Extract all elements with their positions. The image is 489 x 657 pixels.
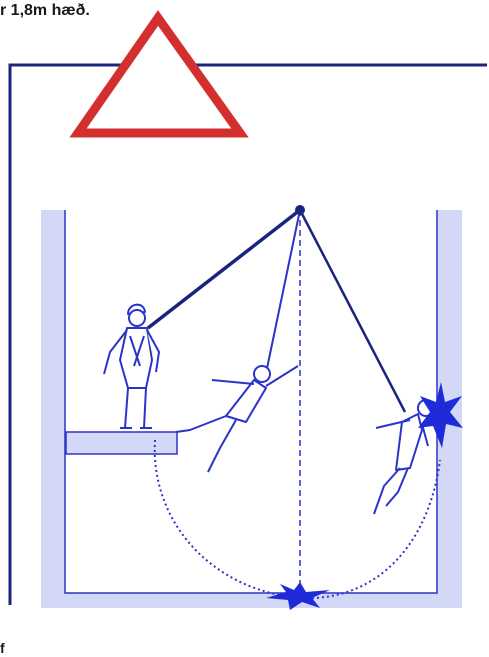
worker-wall-impact (374, 400, 434, 514)
worker-standing (104, 305, 159, 428)
worker-falling (176, 366, 298, 472)
outer-frame (10, 65, 487, 605)
warning-triangle-icon (78, 18, 240, 133)
shaft-floor (41, 593, 462, 608)
rope-to-worker (148, 210, 300, 328)
ledge-platform (66, 432, 177, 454)
anchor-point-icon (295, 205, 305, 215)
left-wall (41, 210, 65, 608)
rope-wall-impact (300, 210, 405, 412)
